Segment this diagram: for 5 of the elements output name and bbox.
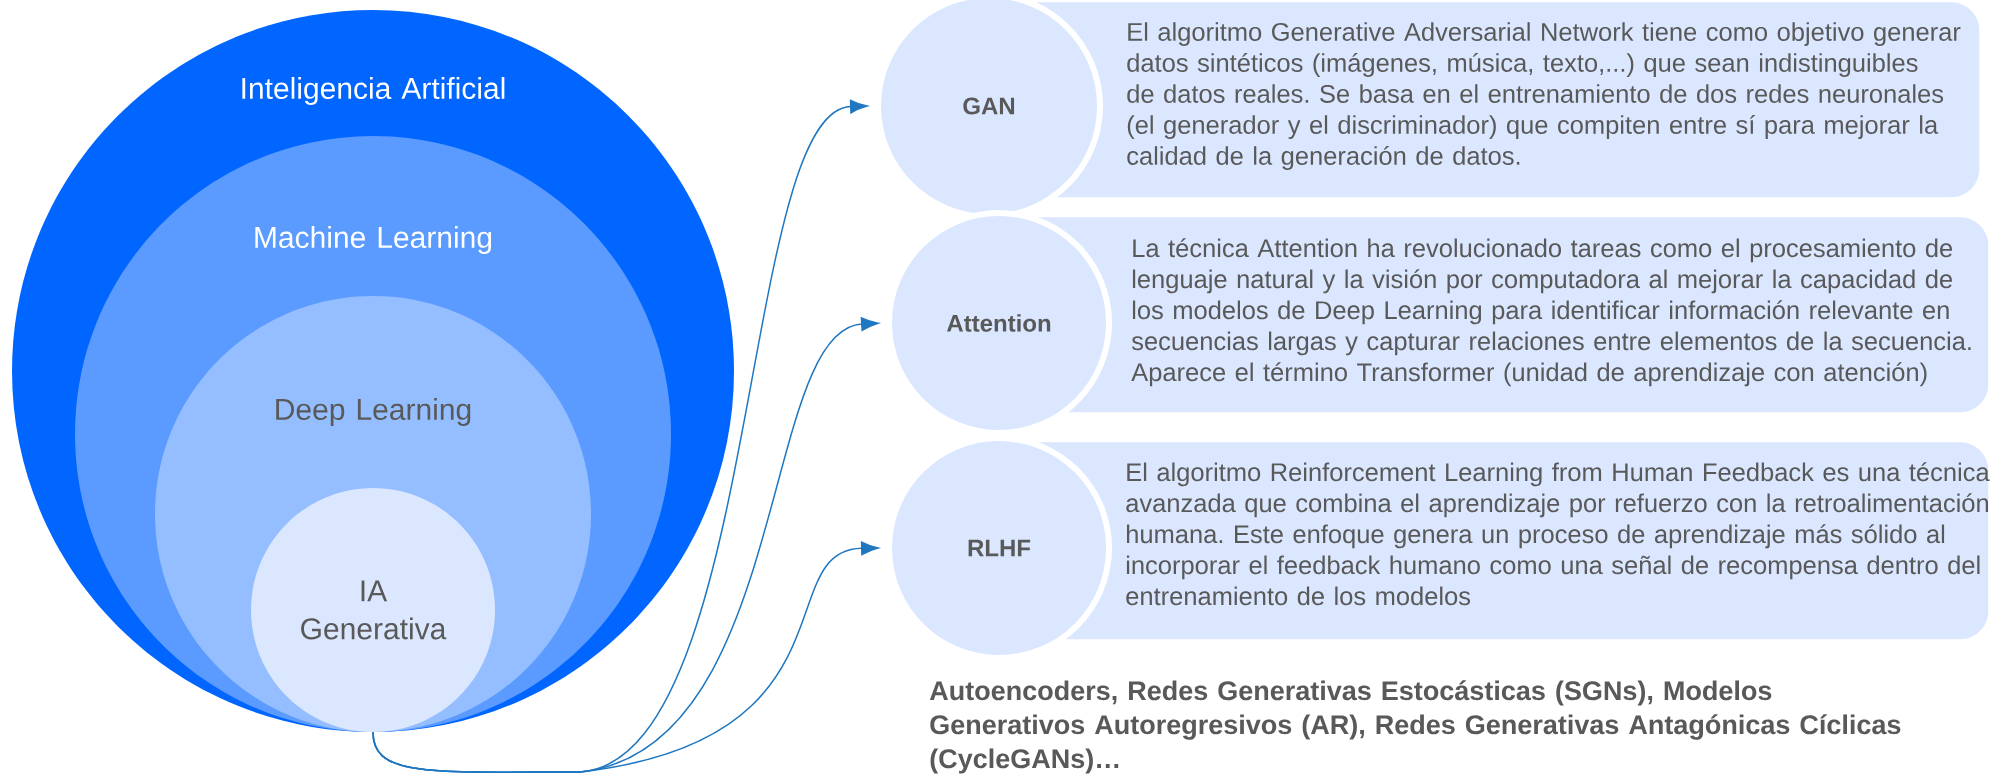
arrow: [372, 541, 879, 773]
note-text: Autoencoders, Redes Generativas Estocásticas (SGNs), Modelos Generativos Autoregresivos (AR), Redes Generativas Antagónicas Cíclicas (CycleGANs)…: [929, 680, 1901, 774]
node-label: El algoritmo Generative Adversarial Network tiene como objetivo generar datos sintéticos (imágenes, música, texto,...) que sean indistinguibles de datos reales. Se basa en el entrenamiento de dos redes neuronales (el generador y el discriminador) que compiten entre sí para mejorar la calidad de la generación de datos.: [1127, 22, 1961, 170]
node-label: La técnica Attention ha revolucionado tareas como el procesamiento de lenguaje natural y la visión por computadora al mejorar la capacidad de los modelos de Deep Learning para identificar información relevante en secuencias largas y capturar relaciones entre elementos de la secuencia. Aparece el término Transformer (unidad de aprendizaje con atención): [1131, 238, 1971, 387]
node-label: El algoritmo Reinforcement Learning from Human Feedback es una técnica avanzada que combina el aprendizaje por refuerzo con la retroalimentación humana. Este enfoque genera un proceso de aprendizaje más sólido al incorporar el feedback humano como una señal de recompensa dentro del entrenamiento de los modelos: [1126, 462, 1990, 606]
